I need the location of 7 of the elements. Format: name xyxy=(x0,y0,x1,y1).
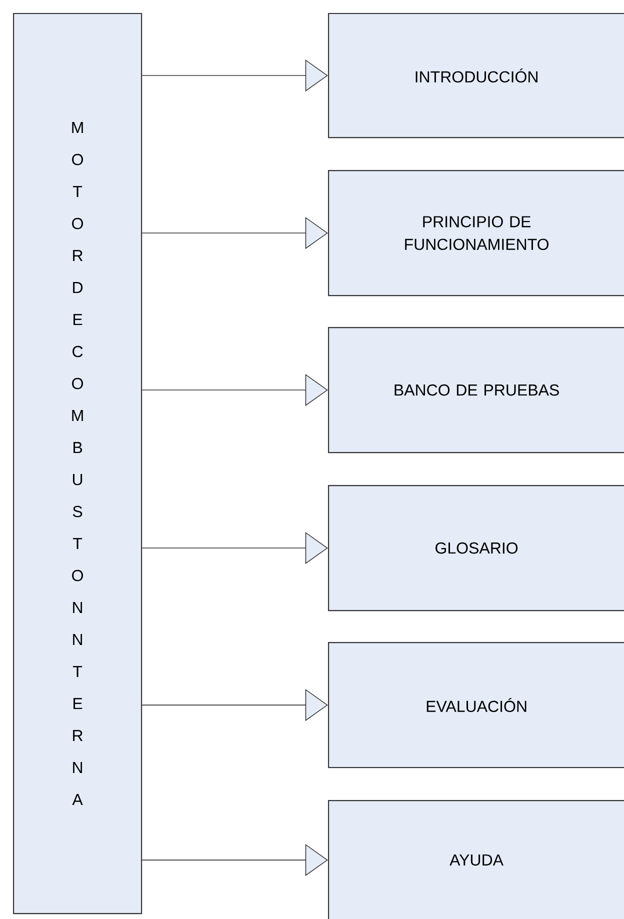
topic-box: INTRODUCCIÓN xyxy=(328,13,624,138)
vertical-title-box: MOTOR DE COMBUST ON NTERNA xyxy=(13,13,142,914)
topic-box: EVALUACIÓN xyxy=(328,642,624,768)
topic-box: BANCO DE PRUEBAS xyxy=(328,327,624,454)
topic-box: AYUDA xyxy=(328,800,624,919)
topic-box: GLOSARIO xyxy=(328,485,624,612)
topic-box: PRINCIPIO DE FUNCIONAMIENTO xyxy=(328,170,624,296)
